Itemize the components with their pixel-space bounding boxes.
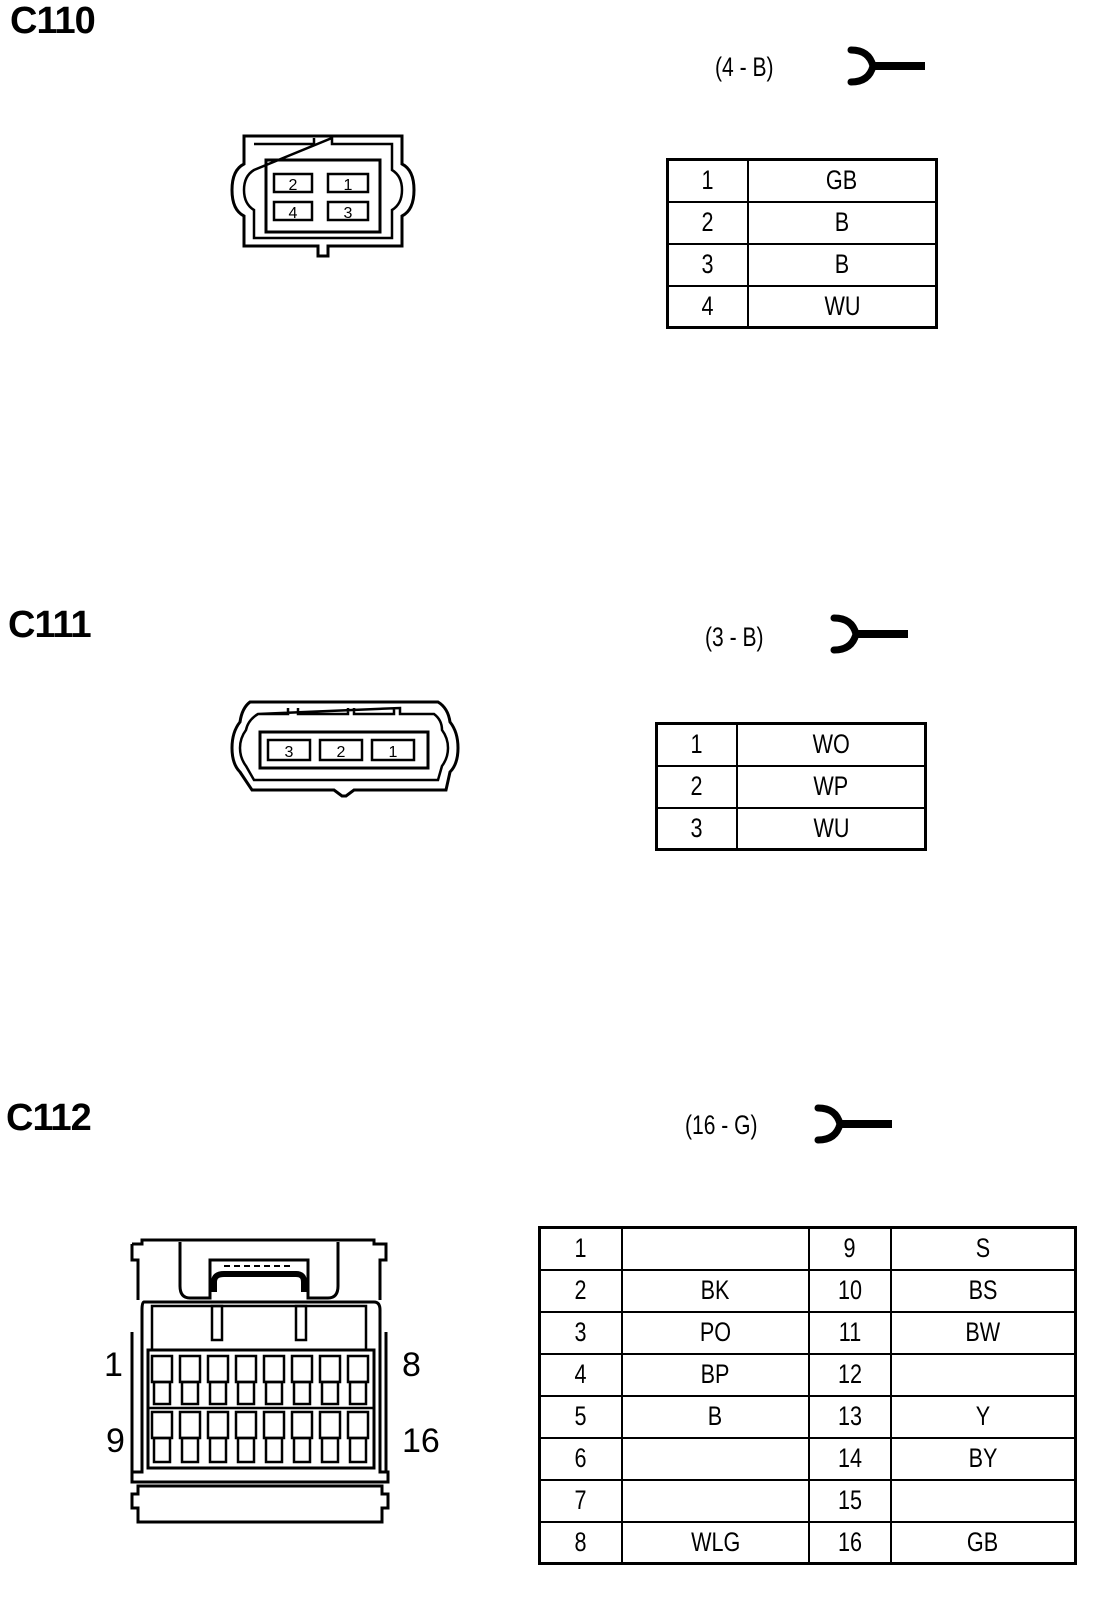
pin-number: 15: [837, 1485, 863, 1515]
connector-face-c112: [130, 1238, 390, 1524]
female-terminal-icon: [830, 614, 908, 654]
pin-number: 1: [690, 729, 704, 760]
pin-number: 3: [690, 812, 704, 843]
wire-color: BW: [965, 1317, 1001, 1347]
connector-face-c111: 3 2 1: [230, 700, 460, 798]
pin-number: 2: [574, 1275, 588, 1305]
wire-color: WU: [823, 290, 860, 321]
pin-number: 5: [574, 1401, 588, 1431]
face-pin-label: 1: [344, 177, 353, 194]
wire-color: WLG: [690, 1526, 741, 1557]
pin-number: 11: [838, 1317, 862, 1347]
pin-number: 7: [574, 1485, 588, 1515]
wire-color: B: [834, 207, 850, 237]
wire-color: B: [834, 249, 850, 279]
wire-color: WU: [812, 812, 849, 843]
pin-number: 12: [837, 1359, 863, 1389]
connector-id: C112: [6, 1097, 92, 1139]
pin-number: 10: [837, 1275, 863, 1305]
wire-color: S: [975, 1233, 991, 1264]
connector-code: (16 - G): [685, 1110, 758, 1140]
pin-number: 1: [574, 1233, 588, 1264]
pin-row-start-label: 1: [104, 1346, 123, 1384]
pin-number: 9: [843, 1233, 857, 1264]
face-pin-label: 4: [289, 205, 298, 222]
female-terminal-icon: [814, 1104, 892, 1144]
face-pin-label: 1: [389, 744, 398, 761]
face-pin-label: 3: [285, 744, 294, 761]
pin-row-end-label: 8: [402, 1346, 421, 1384]
wire-color: BY: [968, 1443, 998, 1473]
pin-row-end-label: 16: [402, 1422, 440, 1460]
pin-row-start-label: 9: [106, 1422, 125, 1460]
wire-color: GB: [826, 165, 858, 196]
pin-number: 3: [574, 1317, 588, 1347]
pin-number: 13: [837, 1401, 863, 1431]
pin-number: 3: [701, 249, 715, 279]
pin-number: 1: [701, 165, 715, 196]
pin-number: 2: [701, 207, 715, 237]
pin-number: 4: [701, 290, 715, 321]
wire-color: PO: [699, 1317, 732, 1347]
connector-id: C111: [8, 604, 92, 646]
wire-color: GB: [967, 1526, 999, 1557]
pin-number: 2: [690, 771, 704, 801]
pin-number: 16: [837, 1526, 863, 1557]
female-terminal-icon: [847, 46, 925, 86]
connector-id: C110: [10, 0, 96, 42]
pin-number: 6: [574, 1443, 588, 1473]
wire-color: BS: [968, 1275, 998, 1305]
pin-number: 8: [574, 1526, 588, 1557]
pin-number: 4: [574, 1359, 588, 1389]
wire-color: WO: [812, 729, 850, 760]
wire-color: WP: [813, 771, 849, 801]
pin-table-c111: 1 WO 2 WP 3 WU: [655, 722, 927, 851]
wire-color: BK: [701, 1275, 730, 1305]
wire-color: BP: [701, 1359, 730, 1389]
pin-number: 14: [837, 1443, 863, 1473]
connector-code: (3 - B): [705, 622, 764, 652]
wire-color: B: [708, 1401, 723, 1431]
face-pin-label: 3: [344, 205, 353, 222]
face-pin-label: 2: [337, 744, 346, 761]
pin-table-c112: 1 9 S 2 BK 10 BS 3 PO 11 BW 4 BP 12 5 B 13 Y 6 14 BY 7 1…: [538, 1226, 1077, 1565]
connector-face-c110: 2 1 4 3: [230, 134, 416, 258]
wire-color: Y: [975, 1401, 991, 1431]
connector-code: (4 - B): [715, 52, 774, 82]
face-pin-label: 2: [289, 177, 298, 194]
